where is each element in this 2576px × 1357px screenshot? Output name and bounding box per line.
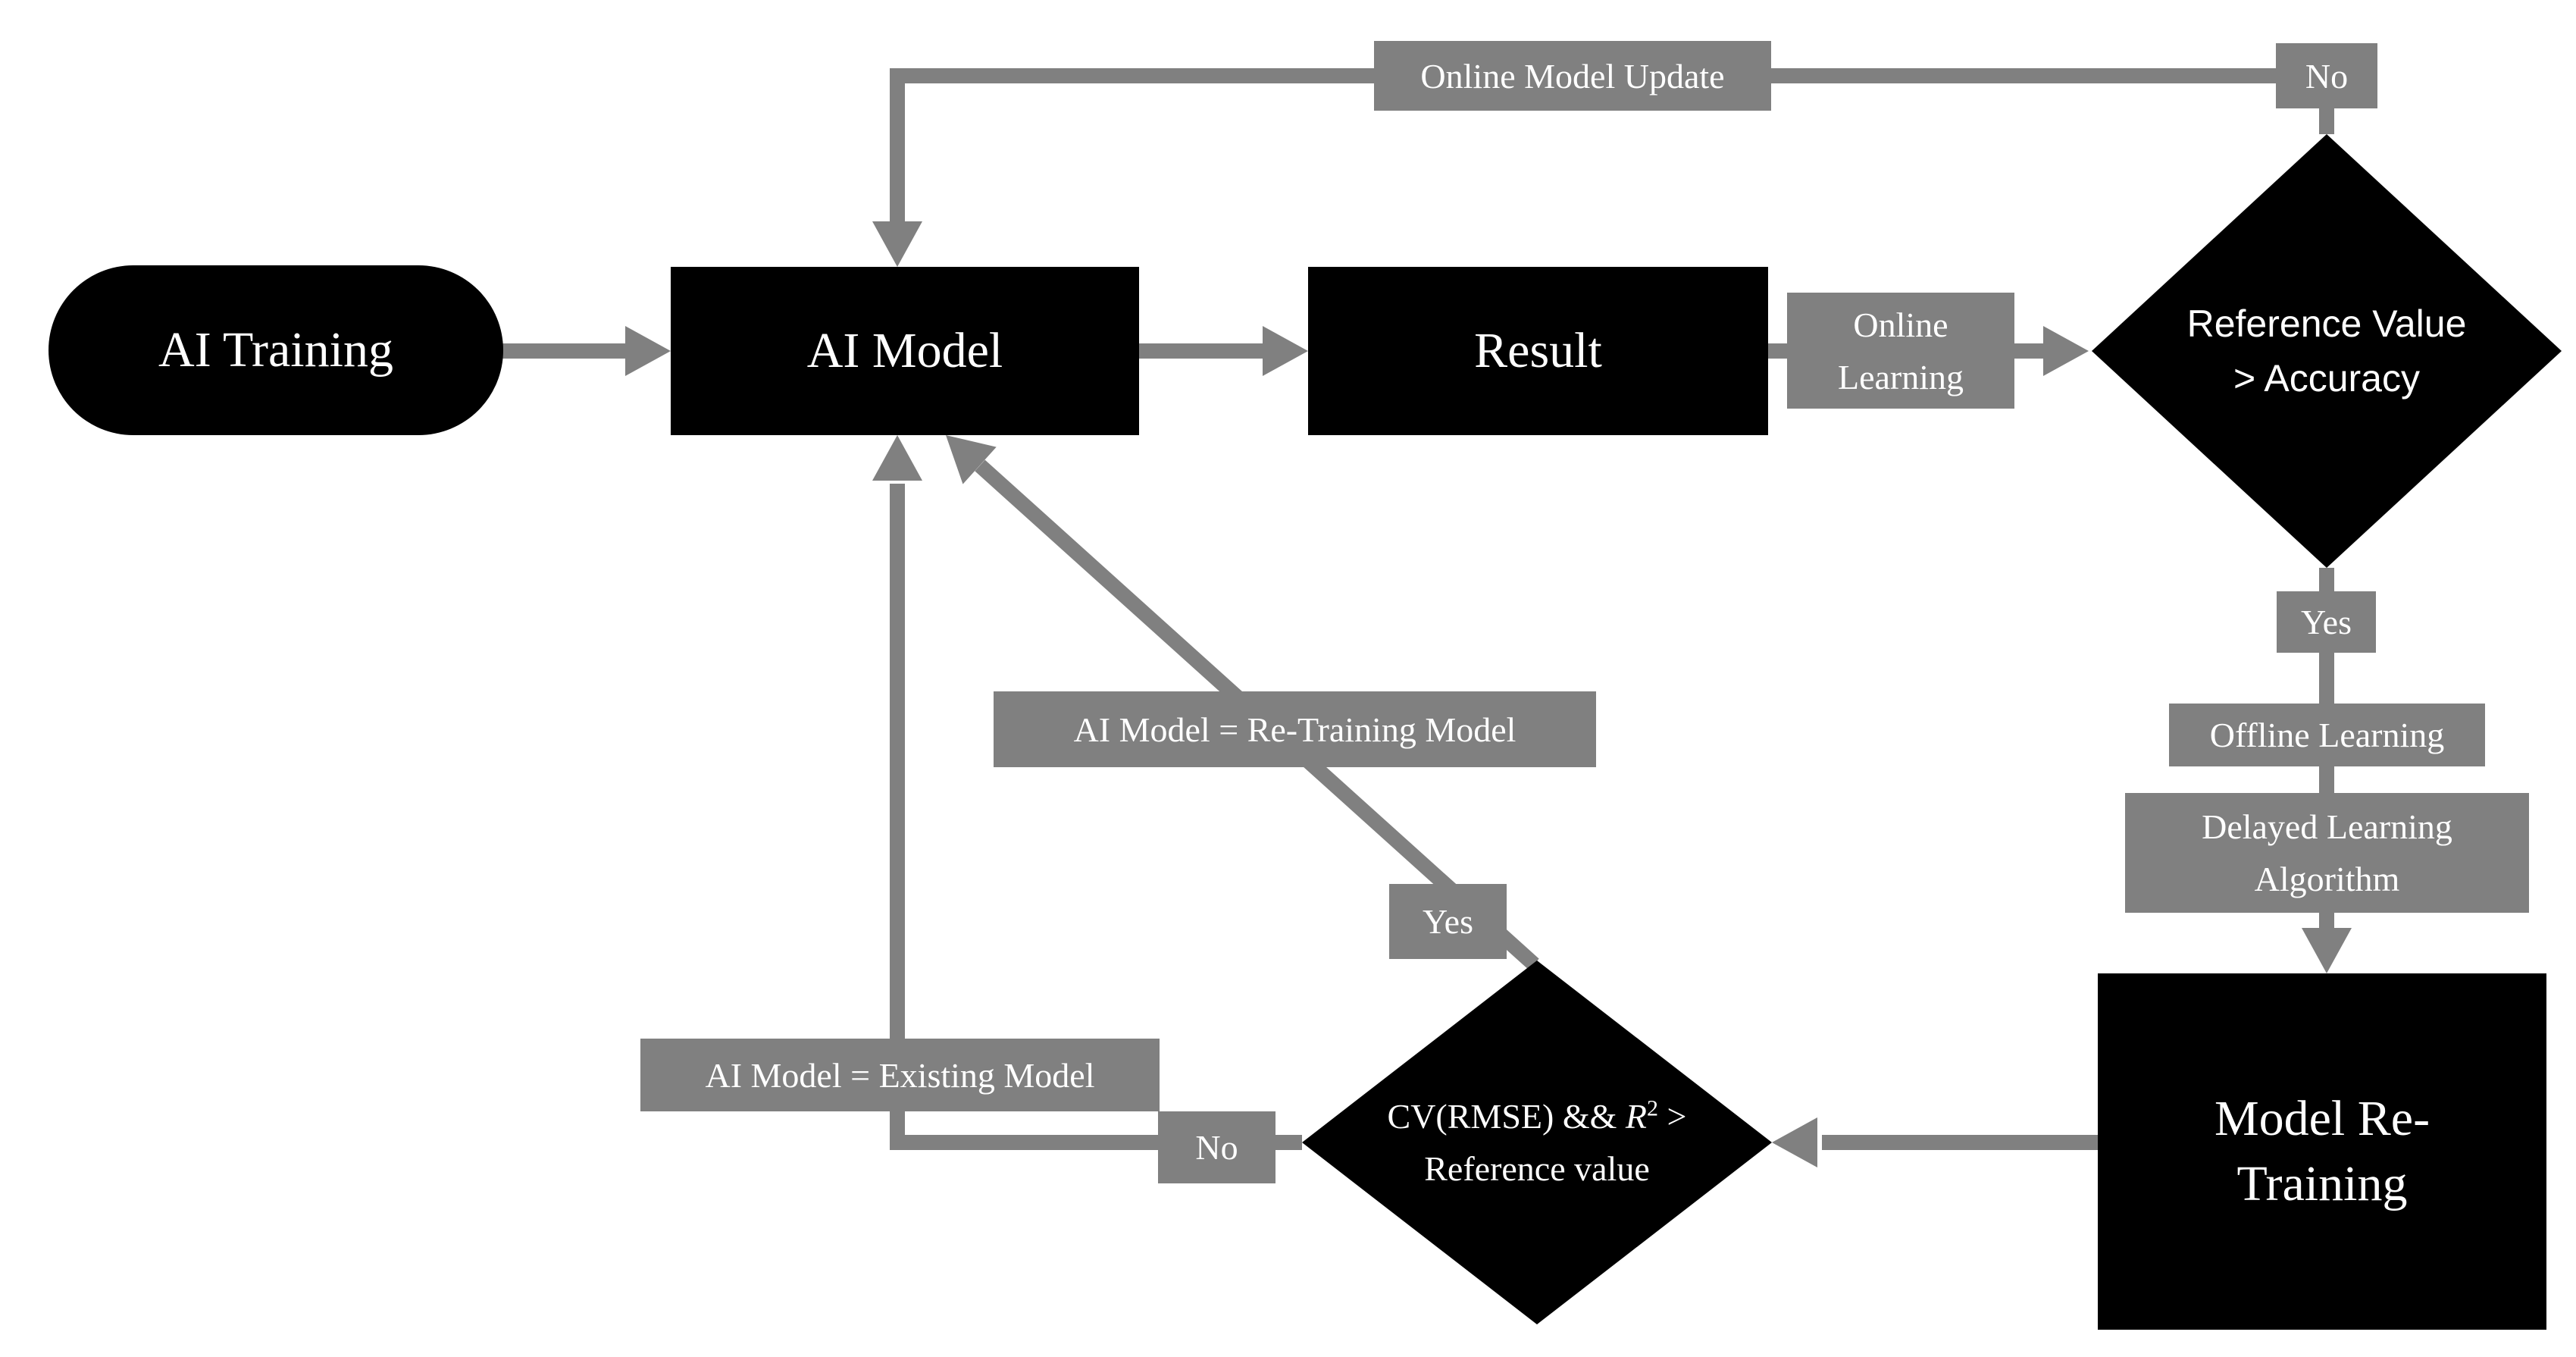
label-yes-diagonal: Yes bbox=[1389, 884, 1507, 959]
label-no-top: No bbox=[2276, 43, 2377, 108]
arrowhead-retraining-to-metrics-icon bbox=[1772, 1117, 1817, 1167]
node-ai-training: AI Training bbox=[49, 265, 503, 435]
node-ai-model: AI Model bbox=[671, 267, 1139, 435]
node-model-retraining: Model Re- Training bbox=[2098, 973, 2546, 1330]
label-online-model-update: Online Model Update bbox=[1374, 41, 1771, 111]
label-yes-right: Yes bbox=[2277, 591, 2376, 653]
arrowhead-result-to-accuracy-icon bbox=[2043, 326, 2089, 376]
arrowhead-online-update-icon bbox=[872, 221, 922, 267]
arrowhead-model-to-result-icon bbox=[1263, 326, 1308, 376]
arrowhead-retrained-model-icon bbox=[946, 435, 997, 484]
arrowhead-to-retraining-icon bbox=[2302, 928, 2352, 973]
label-offline-learning: Offline Learning bbox=[2169, 704, 2485, 766]
decision-accuracy-shape bbox=[2092, 134, 2562, 568]
arrowhead-training-to-model-icon bbox=[625, 326, 671, 376]
label-retraining-assign: AI Model = Re-Training Model bbox=[994, 691, 1596, 767]
arrowhead-existing-model-icon bbox=[872, 435, 922, 481]
decision-metrics-shape bbox=[1302, 961, 1772, 1324]
label-existing-assign: AI Model = Existing Model bbox=[640, 1039, 1160, 1111]
label-online-learning: Online Learning bbox=[1787, 293, 2014, 409]
label-delayed-learning-algorithm: Delayed Learning Algorithm bbox=[2125, 793, 2529, 913]
node-result: Result bbox=[1308, 267, 1768, 435]
label-no-left: No bbox=[1158, 1111, 1275, 1183]
